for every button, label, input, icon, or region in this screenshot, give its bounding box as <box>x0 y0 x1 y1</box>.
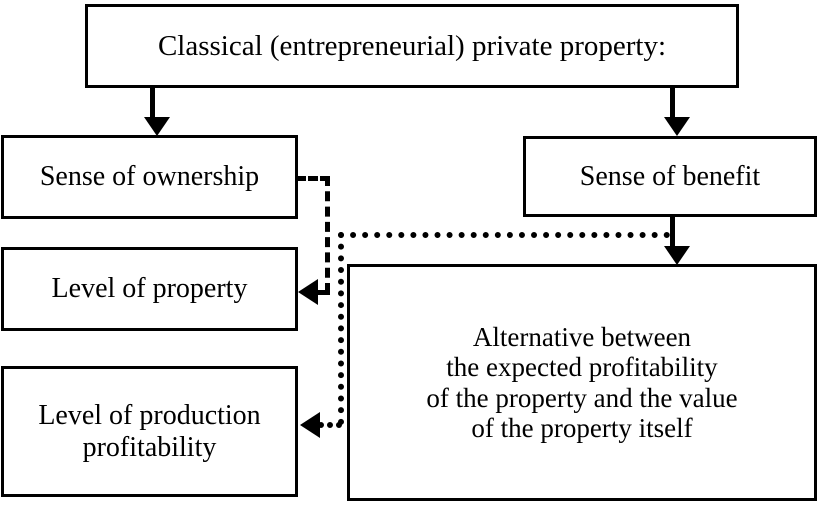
edge-ownership-to-level-of-property-segment-bottom <box>310 290 330 295</box>
edge-root-to-ownership-line <box>150 88 155 121</box>
node-sense-of-benefit: Sense of benefit <box>523 136 817 217</box>
edge-ownership-to-level-of-property-arrowhead-icon <box>298 279 318 305</box>
node-sense-of-ownership: Sense of ownership <box>1 135 298 219</box>
edge-alternative-to-production-profitability-segment-top <box>338 232 670 238</box>
node-level-of-property: Level of property <box>1 247 298 331</box>
node-classical-private-property: Classical (entrepreneurial) private prop… <box>85 4 739 88</box>
node-label: Alternative between the expected profita… <box>426 322 738 443</box>
edge-benefit-to-alternative-arrowhead-icon <box>664 246 690 265</box>
edge-benefit-to-alternative-line <box>670 217 675 250</box>
node-level-of-production-profitability: Level of production profitability <box>1 366 298 497</box>
node-alternative-between-profitability-and-value: Alternative between the expected profita… <box>347 264 817 501</box>
edge-ownership-to-level-of-property-segment-top <box>296 176 330 181</box>
edge-ownership-to-level-of-property-segment-vertical <box>325 176 330 293</box>
edge-root-to-benefit-line <box>670 88 675 121</box>
edge-alternative-to-production-profitability-arrowhead-icon <box>300 412 320 438</box>
edge-root-to-ownership-arrowhead-icon <box>144 117 170 136</box>
edge-root-to-benefit-arrowhead-icon <box>664 117 690 136</box>
node-label: Level of production profitability <box>38 400 261 463</box>
edge-alternative-to-production-profitability-segment-vertical <box>338 232 344 425</box>
node-label: Classical (entrepreneurial) private prop… <box>157 29 667 62</box>
node-label: Level of property <box>51 273 248 305</box>
node-label: Sense of ownership <box>39 161 260 193</box>
node-label: Sense of benefit <box>579 160 761 192</box>
edge-alternative-to-production-profitability-segment-bottom <box>318 422 342 428</box>
